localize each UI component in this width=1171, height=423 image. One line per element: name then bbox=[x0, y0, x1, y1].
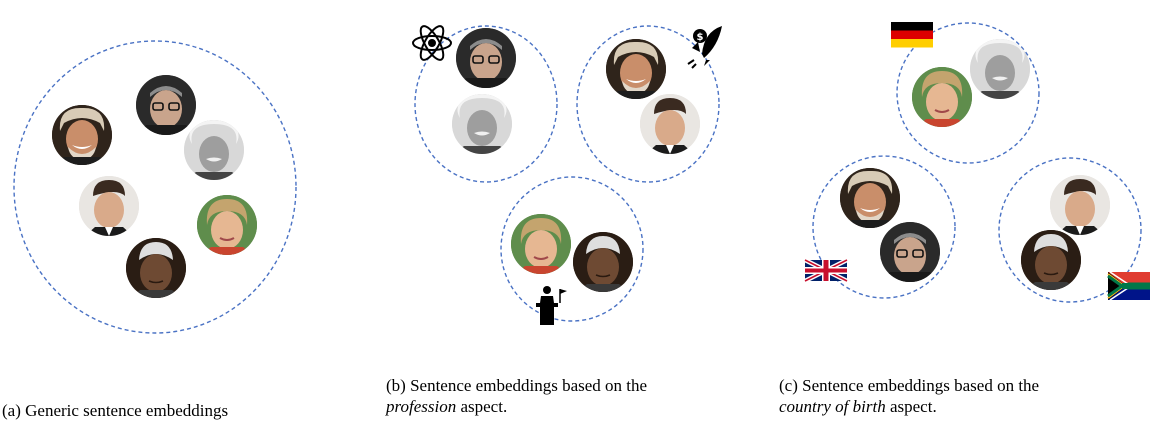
svg-text:$: $ bbox=[697, 32, 704, 43]
caption-c-aspect: country of birth bbox=[779, 397, 886, 416]
cluster-politics bbox=[500, 176, 644, 322]
portrait-merkel bbox=[197, 195, 257, 255]
panel-a bbox=[13, 40, 297, 334]
caption-b-suffix: aspect. bbox=[456, 397, 508, 416]
cluster-science bbox=[414, 25, 558, 183]
cluster-uk bbox=[812, 155, 956, 299]
caption-b: (b) Sentence embeddings based on the pro… bbox=[386, 375, 766, 417]
caption-c-suffix: aspect. bbox=[885, 397, 937, 416]
uk-flag-icon bbox=[803, 257, 849, 284]
caption-a-text: (a) Generic sentence embeddings bbox=[2, 401, 229, 420]
portrait-hawking bbox=[880, 222, 940, 282]
portrait-hawking bbox=[136, 75, 196, 135]
caption-b-aspect: profession bbox=[386, 397, 457, 416]
portrait-merkel bbox=[511, 214, 571, 274]
caption-c-line2: country of birth aspect. bbox=[779, 396, 1171, 417]
portrait-branson bbox=[52, 105, 112, 165]
portrait-mandela bbox=[573, 232, 633, 292]
caption-b-line1: (b) Sentence embeddings based on the bbox=[386, 376, 648, 395]
panel-b: $ bbox=[412, 25, 722, 325]
caption-b-line2: profession aspect. bbox=[386, 396, 766, 417]
cluster-all bbox=[13, 40, 297, 334]
cluster-germany bbox=[896, 22, 1040, 164]
cluster-south-africa bbox=[998, 157, 1142, 303]
portrait-einstein bbox=[452, 94, 512, 154]
portrait-musk bbox=[1050, 175, 1110, 235]
portrait-musk bbox=[79, 176, 139, 236]
caption-c-line1: (c) Sentence embeddings based on the bbox=[779, 376, 1040, 395]
germany-flag-icon bbox=[891, 22, 933, 48]
rocket-dollar-icon: $ bbox=[687, 26, 722, 69]
atom-icon bbox=[412, 25, 452, 61]
portrait-einstein bbox=[970, 39, 1030, 99]
panel-c bbox=[803, 22, 1150, 303]
portrait-mandela bbox=[1021, 230, 1081, 290]
portrait-merkel bbox=[912, 67, 972, 127]
south-africa-flag-icon bbox=[1107, 271, 1150, 301]
cluster-business bbox=[576, 25, 720, 183]
portrait-einstein bbox=[184, 120, 244, 180]
portrait-musk bbox=[640, 94, 700, 154]
podium-speaker-icon bbox=[536, 286, 567, 325]
portrait-branson bbox=[840, 168, 900, 228]
caption-a: (a) Generic sentence embeddings bbox=[2, 400, 302, 421]
caption-c: (c) Sentence embeddings based on the cou… bbox=[779, 375, 1171, 417]
portrait-hawking bbox=[456, 28, 516, 88]
portrait-branson bbox=[606, 39, 666, 99]
portrait-mandela bbox=[126, 238, 186, 298]
